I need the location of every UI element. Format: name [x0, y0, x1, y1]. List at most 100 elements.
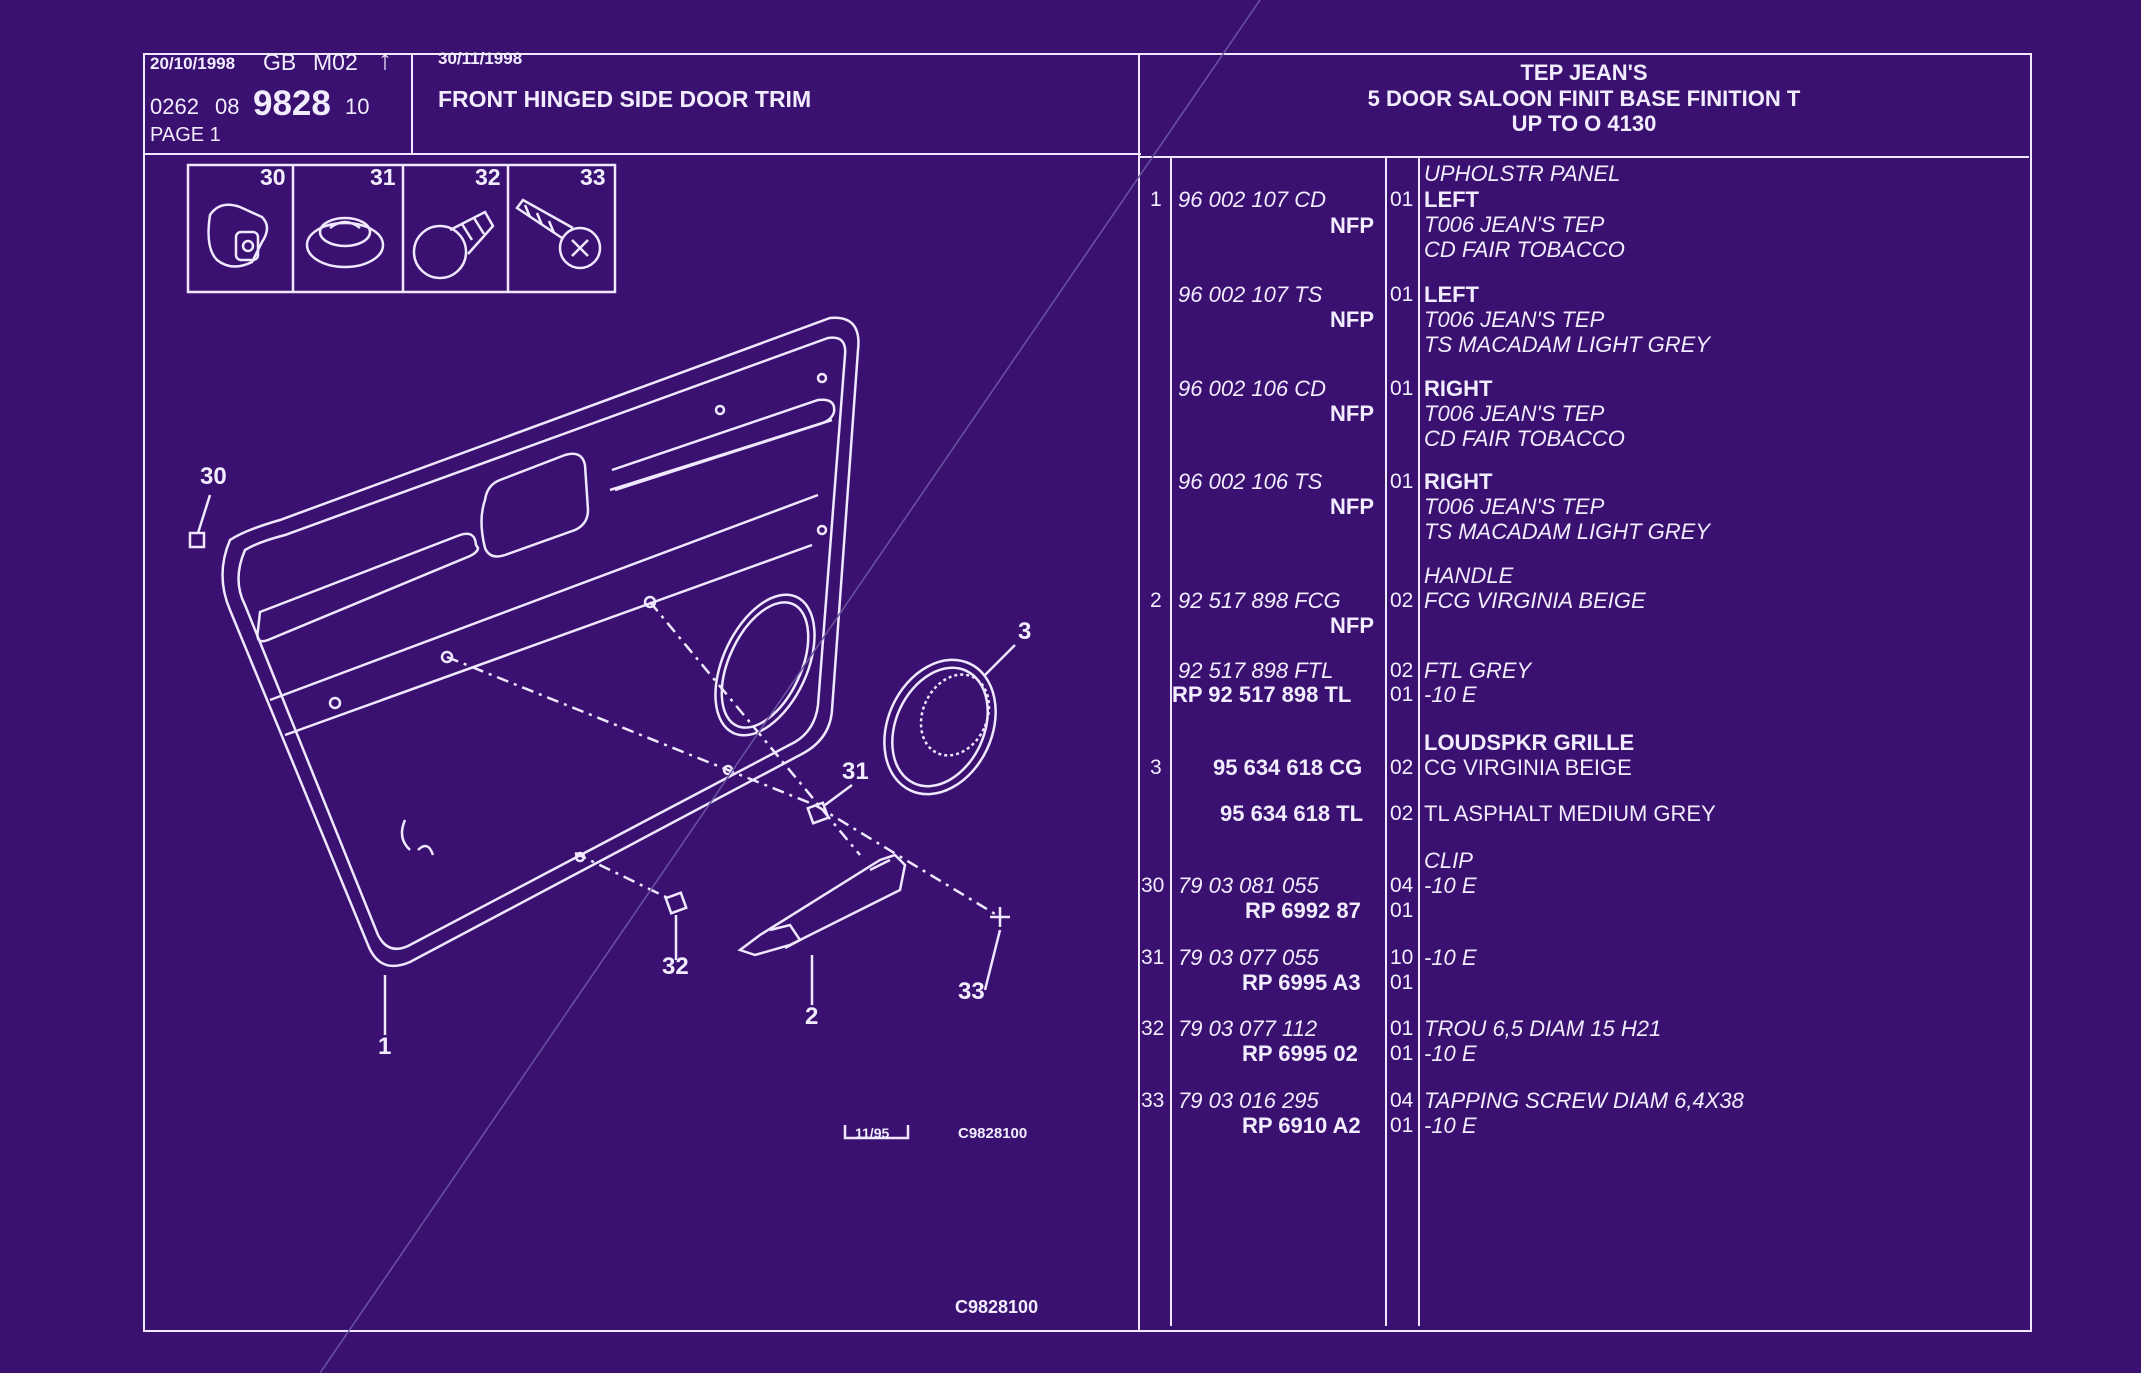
- desc-line: LEFT: [1424, 187, 1479, 212]
- main-vertical-divider: [1138, 53, 1140, 1330]
- qty: 01: [1390, 470, 1414, 493]
- item-number: 30: [1141, 874, 1165, 897]
- desc-line: RIGHT: [1424, 376, 1493, 401]
- stamp-bracket: [843, 1125, 910, 1140]
- clip-32-icon: [412, 210, 495, 280]
- callout-30: 30: [200, 463, 227, 490]
- header-vertical-divider: [411, 53, 413, 153]
- qty: 04: [1390, 1089, 1414, 1112]
- desc-line: T006 JEAN'S TEP: [1424, 212, 1605, 237]
- inset-label-33: 33: [580, 164, 606, 190]
- header-date1: 20/10/1998: [150, 54, 236, 73]
- part-ref-secondary: RP 92 517 898 TL: [1172, 682, 1352, 707]
- part-ref-secondary: NFP: [1330, 494, 1374, 519]
- desc-line: TS MACADAM LIGHT GREY: [1424, 332, 1711, 357]
- item-number: 32: [1141, 1017, 1165, 1040]
- desc-line: RIGHT: [1424, 469, 1493, 494]
- clip-32-marker: [664, 891, 688, 915]
- loudspeaker-grille-3: [883, 658, 997, 796]
- part-ref: 96 002 106 CD: [1178, 376, 1326, 401]
- desc-line: -10 E: [1424, 1041, 1477, 1066]
- column-divider-qty: [1418, 156, 1420, 1326]
- qty: 01: [1390, 188, 1414, 211]
- qty-secondary: 01: [1390, 683, 1414, 706]
- qty-secondary: 01: [1390, 1042, 1414, 1065]
- part-ref-secondary: NFP: [1330, 613, 1374, 638]
- clip-31-marker: [806, 801, 830, 825]
- clip-30-icon: [207, 203, 269, 268]
- desc-line: TROU 6,5 DIAM 15 H21: [1424, 1016, 1662, 1041]
- part-ref-secondary: NFP: [1330, 401, 1374, 426]
- fastener-inset: [186, 163, 617, 294]
- inset-label-30: 30: [260, 164, 286, 190]
- qty-secondary: 01: [1390, 1114, 1414, 1137]
- part-ref: 96 002 106 TS: [1178, 469, 1323, 494]
- header-ref-prefix: 0262: [150, 94, 199, 119]
- qty: 10: [1390, 946, 1414, 969]
- qty: 01: [1390, 1017, 1414, 1040]
- part-ref-secondary: RP 6995 02: [1242, 1041, 1358, 1066]
- desc-line: T006 JEAN'S TEP: [1424, 494, 1605, 519]
- handle-2: [737, 853, 907, 957]
- header-right-line2: 5 DOOR SALOON FINIT BASE FINITION T: [1367, 86, 1801, 111]
- desc-line: LEFT: [1424, 282, 1479, 307]
- qty: 02: [1390, 802, 1414, 825]
- qty: 01: [1390, 283, 1414, 306]
- desc-head: HANDLE: [1424, 563, 1514, 588]
- inset-label-32: 32: [475, 164, 501, 190]
- header-divider: [143, 153, 1141, 155]
- desc-line: TS MACADAM LIGHT GREY: [1424, 519, 1711, 544]
- desc-line: -10 E: [1424, 1113, 1477, 1138]
- part-ref: 79 03 081 055: [1178, 873, 1319, 898]
- desc-line: -10 E: [1424, 682, 1477, 707]
- header-ref-suffix: 10: [345, 94, 370, 119]
- part-ref: 96 002 107 CD: [1178, 187, 1326, 212]
- part-ref: 79 03 077 055: [1178, 945, 1319, 970]
- desc-line: FTL GREY: [1424, 658, 1532, 683]
- header-ref-group: 08: [215, 94, 240, 119]
- screw-33-icon: [515, 198, 602, 270]
- desc-head: CLIP: [1424, 848, 1473, 873]
- part-ref: 79 03 077 112: [1178, 1016, 1318, 1041]
- desc-line: T006 JEAN'S TEP: [1424, 401, 1605, 426]
- part-ref-secondary: NFP: [1330, 213, 1374, 238]
- desc-line: CG VIRGINIA BEIGE: [1424, 755, 1632, 780]
- callout-leaders: [196, 494, 1016, 1035]
- desc-line: FCG VIRGINIA BEIGE: [1424, 588, 1646, 613]
- item-number: 1: [1150, 188, 1162, 211]
- callout-3: 3: [1018, 618, 1032, 645]
- header-divider-right: [1140, 156, 2029, 158]
- header-date2: 30/11/1998: [438, 49, 523, 68]
- door-panel-1: [221, 316, 860, 968]
- header-ref-main: 9828: [253, 84, 331, 123]
- part-ref: 79 03 016 295: [1178, 1088, 1319, 1113]
- qty-secondary: 01: [1390, 971, 1414, 994]
- callout-33: 33: [958, 978, 985, 1005]
- qty: 02: [1390, 756, 1414, 779]
- part-ref: 92 517 898 FCG: [1178, 588, 1341, 613]
- screw-33-marker: [990, 907, 1010, 927]
- column-divider-item: [1170, 156, 1172, 1326]
- callout-32: 32: [662, 953, 689, 980]
- header-model-code: M02: [313, 49, 358, 75]
- part-ref: 95 634 618 TL: [1220, 801, 1364, 826]
- desc-head: UPHOLSTR PANEL: [1424, 161, 1621, 186]
- part-ref: 95 634 618 CG: [1213, 755, 1363, 780]
- qty: 01: [1390, 377, 1414, 400]
- desc-line: T006 JEAN'S TEP: [1424, 307, 1605, 332]
- clip-30-marker: [188, 531, 206, 549]
- desc-line: TL ASPHALT MEDIUM GREY: [1424, 801, 1716, 826]
- desc-line: CD FAIR TOBACCO: [1424, 237, 1625, 262]
- film-scratch: [319, 0, 1261, 1373]
- qty: 04: [1390, 874, 1414, 897]
- desc-line: -10 E: [1424, 873, 1477, 898]
- diagram-code-bottom: C9828100: [955, 1297, 1039, 1317]
- callout-31: 31: [842, 758, 869, 785]
- column-divider-ref: [1385, 156, 1387, 1326]
- header-page: PAGE 1: [150, 124, 221, 146]
- qty: 02: [1390, 659, 1414, 682]
- inset-label-31: 31: [370, 164, 396, 190]
- clip-31-icon: [305, 216, 385, 269]
- header-right-line3: UP TO O 4130: [1511, 111, 1657, 136]
